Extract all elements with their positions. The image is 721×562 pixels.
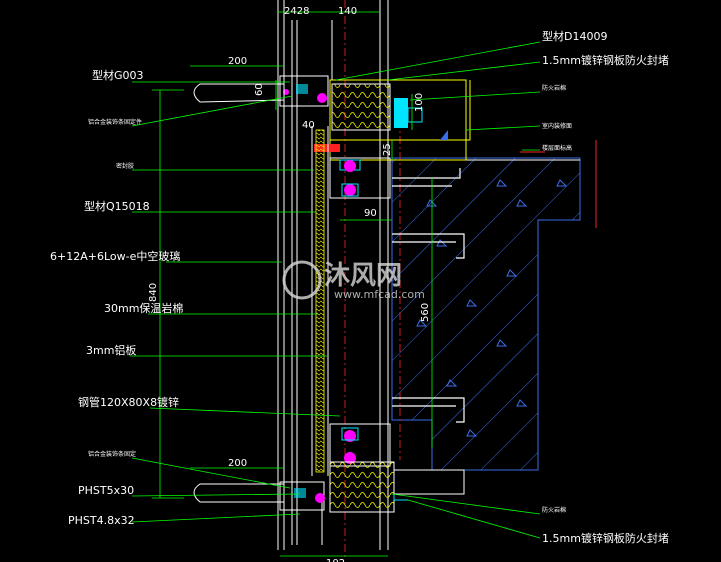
dim-140: 140 [338, 6, 357, 17]
labels-right: 型材D14009 1.5mm镀锌钢板防火封堵 防火岩棉 室内装修面 楼层面标高 … [542, 29, 669, 545]
fire-band [314, 144, 340, 152]
label-glass: 6+12A+6Low-e中空玻璃 [50, 249, 180, 263]
watermark: 沐风网 www.mfcad.com [282, 260, 425, 301]
label-d14009: 型材D14009 [542, 29, 607, 43]
dim-560: 560 [420, 303, 431, 322]
dim-25: 25 [382, 143, 393, 156]
arm-top [193, 83, 285, 103]
bracket-top [329, 157, 391, 199]
anchor-channels [392, 168, 465, 423]
label-steel-tube: 钢管120X80X8镀锌 [78, 395, 179, 409]
dim-60: 60 [254, 83, 265, 96]
concrete-slab [391, 157, 581, 471]
watermark-url: www.mfcad.com [334, 288, 425, 301]
label-floor-finish: 室内装修面 [542, 122, 572, 130]
dim-100: 100 [414, 93, 425, 112]
label-g003: 型材G003 [92, 68, 144, 82]
label-floor-level: 楼层面标高 [542, 144, 572, 152]
dimension-lines [152, 11, 433, 557]
label-fire-bottom: 防火岩棉 [542, 506, 566, 514]
watermark-cn: 沐风网 [324, 261, 402, 291]
label-plate15-bottom: 1.5mm镀锌钢板防火封堵 [542, 531, 669, 545]
dim-200-top: 200 [228, 56, 247, 67]
bottom-sill-assembly [279, 461, 465, 513]
dim-2428: 2428 [284, 6, 309, 17]
label-plate-3: 3mm铝板 [86, 343, 136, 357]
label-q15018: 型材Q15018 [84, 199, 150, 213]
dim-200-bottom: 200 [228, 458, 247, 469]
label-arm-note: 铝合金装饰条固定件 [88, 118, 142, 126]
leader-lines [130, 41, 541, 539]
label-insulation-30: 30mm保温岩棉 [104, 301, 183, 315]
dim-90: 90 [364, 208, 377, 219]
glass-unit [311, 126, 329, 476]
dimension-texts: 2428 140 200 200 60 40 100 25 90 840 560… [148, 6, 431, 562]
label-fire-top: 防火岩棉 [542, 84, 566, 92]
section-break [520, 140, 597, 228]
label-bottom-note: 铝合金装饰条固定 [88, 450, 136, 458]
label-plate15-top: 1.5mm镀锌钢板防火封堵 [542, 53, 669, 67]
dim-840: 840 [148, 283, 159, 302]
dim-102: 102 [326, 558, 345, 562]
dim-40: 40 [302, 120, 315, 131]
label-phst5: PHST5x30 [78, 484, 134, 497]
watermark-logo-icon [282, 260, 322, 300]
label-sealant: 密封胶 [116, 162, 134, 170]
top-head-assembly [279, 75, 471, 161]
labels-left: 型材G003 铝合金装饰条固定件 密封胶 型材Q15018 6+12A+6Low… [50, 68, 183, 527]
bracket-bottom [329, 423, 391, 467]
arm-bottom [193, 483, 285, 503]
label-phst48: PHST4.8x32 [68, 514, 135, 527]
